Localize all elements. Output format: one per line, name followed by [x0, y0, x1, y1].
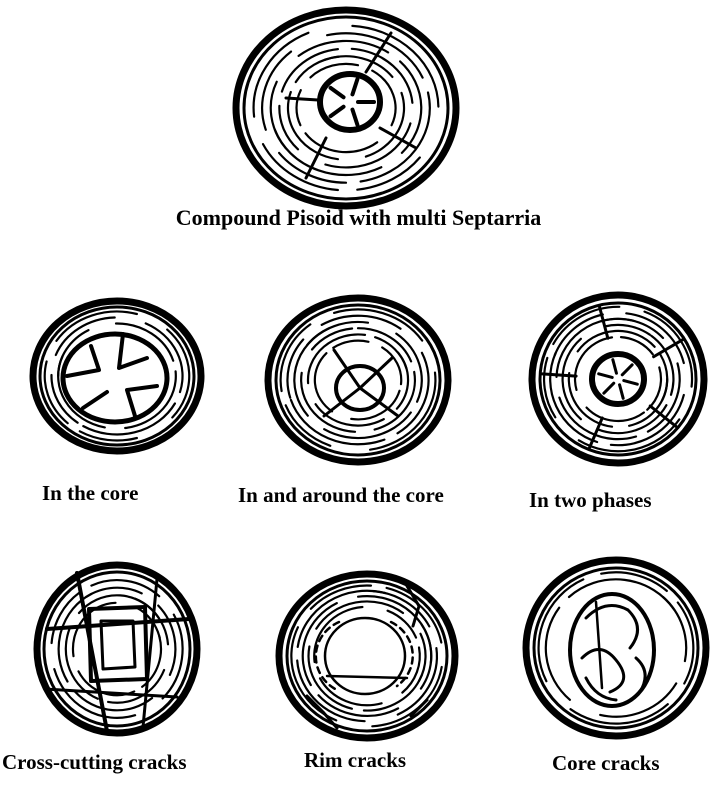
- caption-core-cracks: Core cracks: [552, 753, 660, 774]
- pisoid-core-and-around-septaria-icon: [268, 298, 448, 462]
- pisoid-core-cracks-icon: [526, 560, 706, 736]
- pisoid-two-phase-septaria-icon: [532, 295, 704, 463]
- caption-in-the-core: In the core: [42, 483, 138, 504]
- pisoid-rim-cracks-icon: [279, 574, 455, 738]
- main-caption: Compound Pisoid with multi Septarria: [0, 207, 717, 229]
- compound-pisoid-icon: [236, 10, 456, 206]
- caption-in-two-phases: In two phases: [529, 490, 652, 511]
- pisoid-core-septaria-icon: [33, 301, 201, 451]
- caption-rim-cracks: Rim cracks: [304, 750, 406, 771]
- caption-cross-cutting-cracks: Cross-cutting cracks: [2, 752, 187, 773]
- pisoid-cross-cutting-cracks-icon: [37, 565, 197, 733]
- caption-in-and-around-the-core: In and around the core: [238, 485, 444, 506]
